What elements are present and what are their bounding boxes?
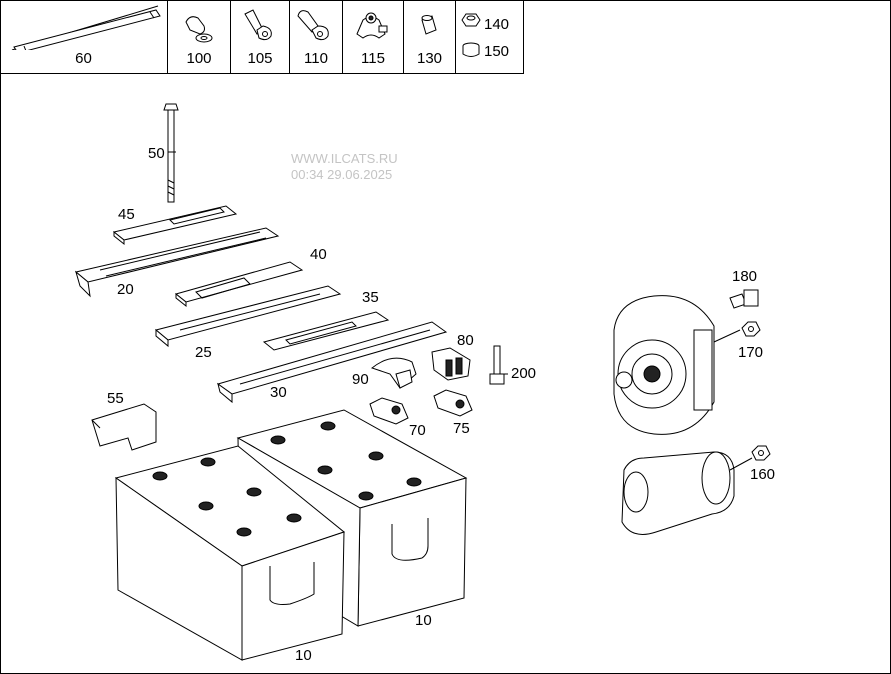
legend-item-140-150[interactable]: 140 150 (456, 0, 523, 73)
rod-icon (11, 5, 161, 50)
callout-10-left: 10 (295, 647, 312, 664)
clamp-terminal-icon (356, 12, 388, 39)
legend-item-130[interactable]: 130 (404, 0, 456, 73)
clamp-plate-40[interactable] (174, 261, 304, 308)
callout-20: 20 (117, 281, 134, 298)
nut-170[interactable] (741, 321, 761, 337)
callout-10-right: 10 (415, 612, 432, 629)
legend-item-110[interactable]: 110 (290, 0, 343, 73)
battery-bracket-20[interactable] (74, 227, 280, 298)
watermark-timestamp: 00:34 29.06.2025 (291, 167, 393, 182)
callout-50: 50 (148, 145, 165, 162)
callout-75: 75 (453, 420, 470, 437)
bolt-180[interactable] (729, 289, 759, 309)
callout-70: 70 (409, 422, 426, 439)
callout-35: 35 (362, 289, 379, 306)
clip-icon (185, 16, 213, 43)
terminal-cover-90[interactable] (370, 357, 417, 389)
callout-80: 80 (457, 332, 474, 349)
callout-170: 170 (738, 344, 764, 361)
callout-25: 25 (195, 344, 212, 361)
alternator[interactable] (613, 295, 715, 435)
bolt-50[interactable] (163, 103, 179, 203)
terminal-cover-80[interactable] (431, 347, 471, 381)
legend-label: 130 (416, 50, 443, 67)
battery-bracket-25[interactable] (154, 285, 342, 348)
legend-label: 115 (361, 50, 385, 67)
clamp-plate-45[interactable] (112, 205, 238, 246)
ring-terminal-icon (244, 9, 272, 41)
cover-55[interactable] (91, 403, 157, 451)
callout-30: 30 (270, 384, 287, 401)
legend-item-115[interactable]: 115 (343, 0, 404, 73)
callout-45: 45 (118, 206, 135, 223)
sleeve-icon (421, 15, 437, 35)
terminal-clamp-75[interactable] (433, 389, 473, 417)
callout-90: 90 (352, 371, 369, 388)
legend-label: 105 (247, 50, 273, 67)
hex-nut-icon (461, 13, 481, 57)
legend-item-100[interactable]: 100 (168, 0, 231, 73)
terminal-clamp-70[interactable] (369, 397, 409, 425)
parts-legend: 60 100 105 110 115 (0, 0, 524, 74)
callout-180: 180 (732, 268, 758, 285)
clamp-plate-35[interactable] (262, 311, 390, 351)
callout-40: 40 (310, 246, 327, 263)
ring-terminal-bent-icon (297, 10, 329, 41)
legend-item-105[interactable]: 105 (231, 0, 290, 73)
callout-160: 160 (750, 466, 776, 483)
legend-label: 60 (75, 50, 92, 67)
battery-bracket-30[interactable] (216, 321, 448, 404)
stud-200[interactable] (489, 345, 505, 385)
callout-200: 200 (511, 365, 537, 382)
legend-label: 110 (304, 50, 328, 67)
legend-label-140: 140 (484, 16, 510, 33)
nut-160[interactable] (751, 445, 771, 461)
callout-55: 55 (107, 390, 124, 407)
battery-left-10[interactable] (114, 445, 346, 661)
starter-motor[interactable] (621, 451, 735, 535)
legend-label-150: 150 (484, 43, 510, 60)
legend-item-60[interactable]: 60 (0, 0, 168, 73)
watermark-site: WWW.ILCATS.RU (291, 151, 398, 166)
legend-label: 100 (186, 50, 212, 67)
